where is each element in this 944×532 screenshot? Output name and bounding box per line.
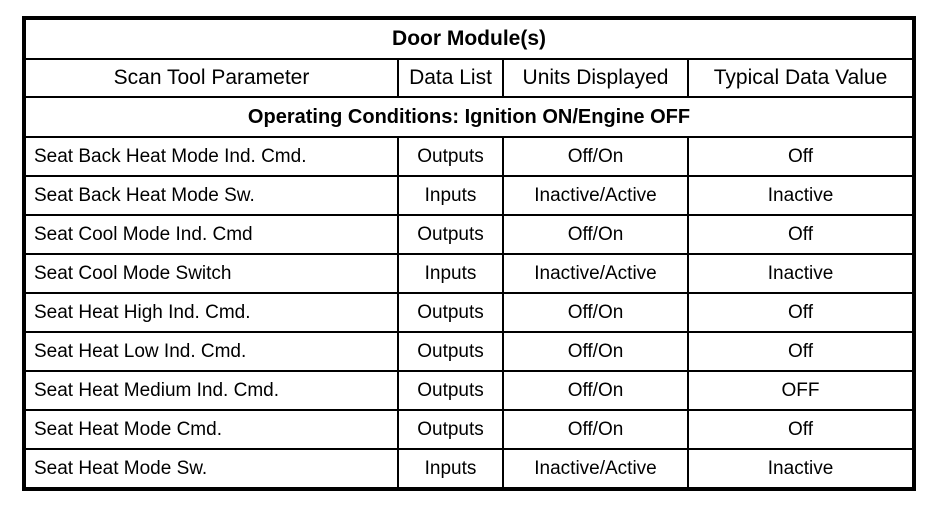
cell-typical-data-value: Off: [686, 136, 913, 177]
table-row: Seat Heat Low Ind. Cmd. Outputs Off/On O…: [26, 331, 913, 372]
cell-units-displayed: Off/On: [502, 370, 689, 411]
cell-units-displayed: Off/On: [502, 292, 689, 333]
cell-typical-data-value: OFF: [686, 370, 913, 411]
cell-parameter: Seat Cool Mode Switch: [26, 253, 399, 294]
column-header-typical-data-value: Typical Data Value: [686, 58, 913, 98]
table-row: Seat Back Heat Mode Sw. Inputs Inactive/…: [26, 175, 913, 216]
table-title: Door Module(s): [26, 20, 913, 60]
table-title-row: Door Module(s): [26, 20, 913, 60]
cell-typical-data-value: Inactive: [686, 253, 913, 294]
cell-typical-data-value: Off: [686, 409, 913, 450]
cell-data-list: Inputs: [397, 175, 504, 216]
table-row: Seat Cool Mode Ind. Cmd Outputs Off/On O…: [26, 214, 913, 255]
cell-parameter: Seat Heat Mode Sw.: [26, 448, 399, 487]
cell-typical-data-value: Inactive: [686, 175, 913, 216]
column-header-data-list: Data List: [397, 58, 504, 98]
cell-parameter: Seat Cool Mode Ind. Cmd: [26, 214, 399, 255]
operating-conditions-row: Operating Conditions: Ignition ON/Engine…: [26, 96, 913, 138]
operating-conditions-label: Operating Conditions: Ignition ON/Engine…: [26, 96, 913, 138]
door-module-spec-table: Door Module(s) Scan Tool Parameter Data …: [22, 16, 916, 491]
cell-parameter: Seat Heat Medium Ind. Cmd.: [26, 370, 399, 411]
cell-data-list: Outputs: [397, 370, 504, 411]
cell-data-list: Inputs: [397, 253, 504, 294]
cell-units-displayed: Off/On: [502, 331, 689, 372]
cell-units-displayed: Inactive/Active: [502, 175, 689, 216]
cell-units-displayed: Off/On: [502, 409, 689, 450]
cell-parameter: Seat Heat High Ind. Cmd.: [26, 292, 399, 333]
table-row: Seat Cool Mode Switch Inputs Inactive/Ac…: [26, 253, 913, 294]
cell-units-displayed: Off/On: [502, 136, 689, 177]
table-row: Seat Heat Mode Sw. Inputs Inactive/Activ…: [26, 448, 913, 487]
cell-units-displayed: Inactive/Active: [502, 448, 689, 487]
cell-parameter: Seat Heat Mode Cmd.: [26, 409, 399, 450]
cell-typical-data-value: Off: [686, 214, 913, 255]
table-row: Seat Heat High Ind. Cmd. Outputs Off/On …: [26, 292, 913, 333]
cell-units-displayed: Off/On: [502, 214, 689, 255]
column-header-row: Scan Tool Parameter Data List Units Disp…: [26, 58, 913, 98]
cell-typical-data-value: Off: [686, 292, 913, 333]
column-header-scan-tool-parameter: Scan Tool Parameter: [26, 58, 399, 98]
table-row: Seat Heat Medium Ind. Cmd. Outputs Off/O…: [26, 370, 913, 411]
scan-tool-parameter-table: Door Module(s) Scan Tool Parameter Data …: [26, 20, 913, 487]
cell-data-list: Outputs: [397, 331, 504, 372]
cell-parameter: Seat Back Heat Mode Sw.: [26, 175, 399, 216]
table-body: Door Module(s) Scan Tool Parameter Data …: [26, 20, 913, 487]
cell-parameter: Seat Heat Low Ind. Cmd.: [26, 331, 399, 372]
table-row: Seat Back Heat Mode Ind. Cmd. Outputs Of…: [26, 136, 913, 177]
cell-parameter: Seat Back Heat Mode Ind. Cmd.: [26, 136, 399, 177]
cell-data-list: Outputs: [397, 292, 504, 333]
cell-data-list: Outputs: [397, 214, 504, 255]
cell-data-list: Outputs: [397, 409, 504, 450]
cell-data-list: Outputs: [397, 136, 504, 177]
cell-units-displayed: Inactive/Active: [502, 253, 689, 294]
cell-typical-data-value: Off: [686, 331, 913, 372]
table-row: Seat Heat Mode Cmd. Outputs Off/On Off: [26, 409, 913, 450]
cell-data-list: Inputs: [397, 448, 504, 487]
column-header-units-displayed: Units Displayed: [502, 58, 689, 98]
cell-typical-data-value: Inactive: [686, 448, 913, 487]
